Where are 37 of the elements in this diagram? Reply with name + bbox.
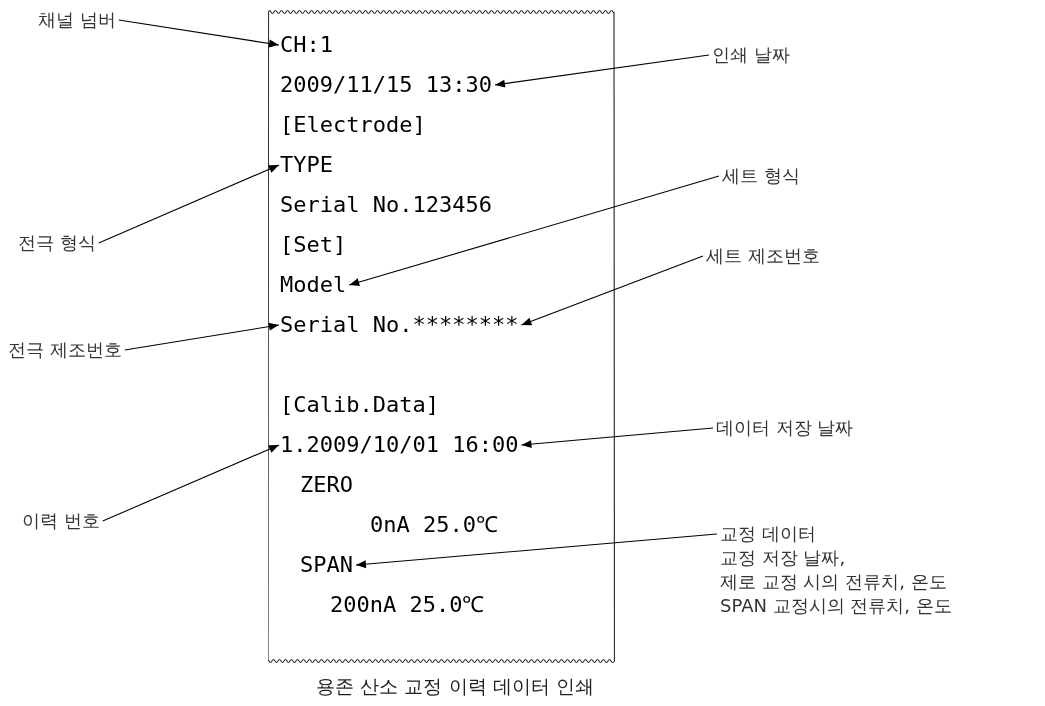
printed-line: 0nA 25.0℃ [370, 510, 498, 540]
receipt-paper [268, 8, 615, 665]
callout-label: 이력 번호 [22, 509, 100, 533]
callout-label: 채널 넘버 [38, 8, 116, 32]
printed-line: 2009/11/15 13:30 [280, 70, 492, 100]
leader-line [520, 255, 704, 326]
printed-line: Model [280, 270, 347, 300]
callout-label: 데이터 저장 날짜 [716, 416, 854, 440]
printed-line: ZERO [300, 470, 353, 500]
printed-line: Serial No.******** [280, 310, 519, 340]
callout-label: 인쇄 날짜 [712, 43, 790, 67]
callout-text: 교정 저장 날짜, [720, 546, 847, 570]
leader-line [520, 427, 714, 449]
callout-heading: 교정 데이터 [720, 522, 817, 546]
printed-line: [Set] [280, 230, 347, 260]
printed-line: [Calib.Data] [280, 390, 439, 420]
leader-line [98, 164, 280, 244]
callout-label: 세트 제조번호 [706, 244, 820, 268]
callout-label: 전극 형식 [18, 231, 96, 255]
callout-text: SPAN 교정시의 전류치, 온도 [720, 594, 953, 618]
printed-line: 1.2009/10/01 16:00 [280, 430, 519, 460]
leader-line [124, 322, 280, 351]
leader-line [118, 19, 280, 48]
printed-line: TYPE [280, 150, 333, 180]
callout-label: 전극 제조번호 [8, 338, 122, 362]
callout-label: 세트 형식 [722, 164, 800, 188]
leader-line [355, 533, 718, 569]
leader-line [348, 175, 720, 286]
leader-line [494, 54, 710, 88]
leader-line [102, 444, 280, 522]
printed-line: CH:1 [280, 30, 333, 60]
printed-line: [Electrode] [280, 110, 426, 140]
printed-line: SPAN [300, 550, 353, 580]
callout-text: 제로 교정 시의 전류치, 온도 [720, 570, 948, 594]
caption: 용존 산소 교정 이력 데이터 인쇄 [315, 674, 595, 699]
printed-line: Serial No.123456 [280, 190, 492, 220]
printed-line: 200nA 25.0℃ [330, 590, 485, 620]
